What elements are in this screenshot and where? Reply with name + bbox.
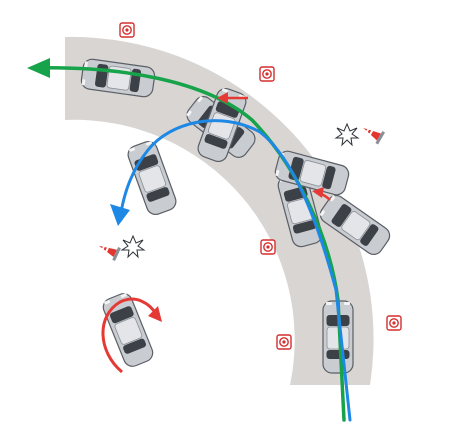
green-arrow-head: [27, 58, 50, 78]
traffic-cone-icon: [95, 239, 121, 261]
traffic-cone-icon: [359, 121, 386, 145]
target-marker-icon: [276, 334, 292, 350]
red-arrow-middle-head: [312, 187, 324, 198]
green-path: [30, 66, 346, 422]
blue-path: [118, 119, 352, 422]
target-marker-icon: [260, 239, 276, 255]
target-marker-icon: [119, 22, 135, 38]
target-marker-icon: [386, 315, 402, 331]
red-arrow-top-head: [217, 92, 228, 104]
blue-arrow-head: [110, 204, 130, 226]
rotation-arrow-head: [148, 306, 162, 322]
road-curve: [65, 36, 374, 386]
car-off-road-left: [124, 138, 180, 218]
impact-burst-icon: [335, 123, 359, 146]
rotation-arrow-icon: [101, 297, 158, 374]
target-marker-icon: [259, 66, 275, 82]
impact-burst-icon: [121, 235, 145, 258]
